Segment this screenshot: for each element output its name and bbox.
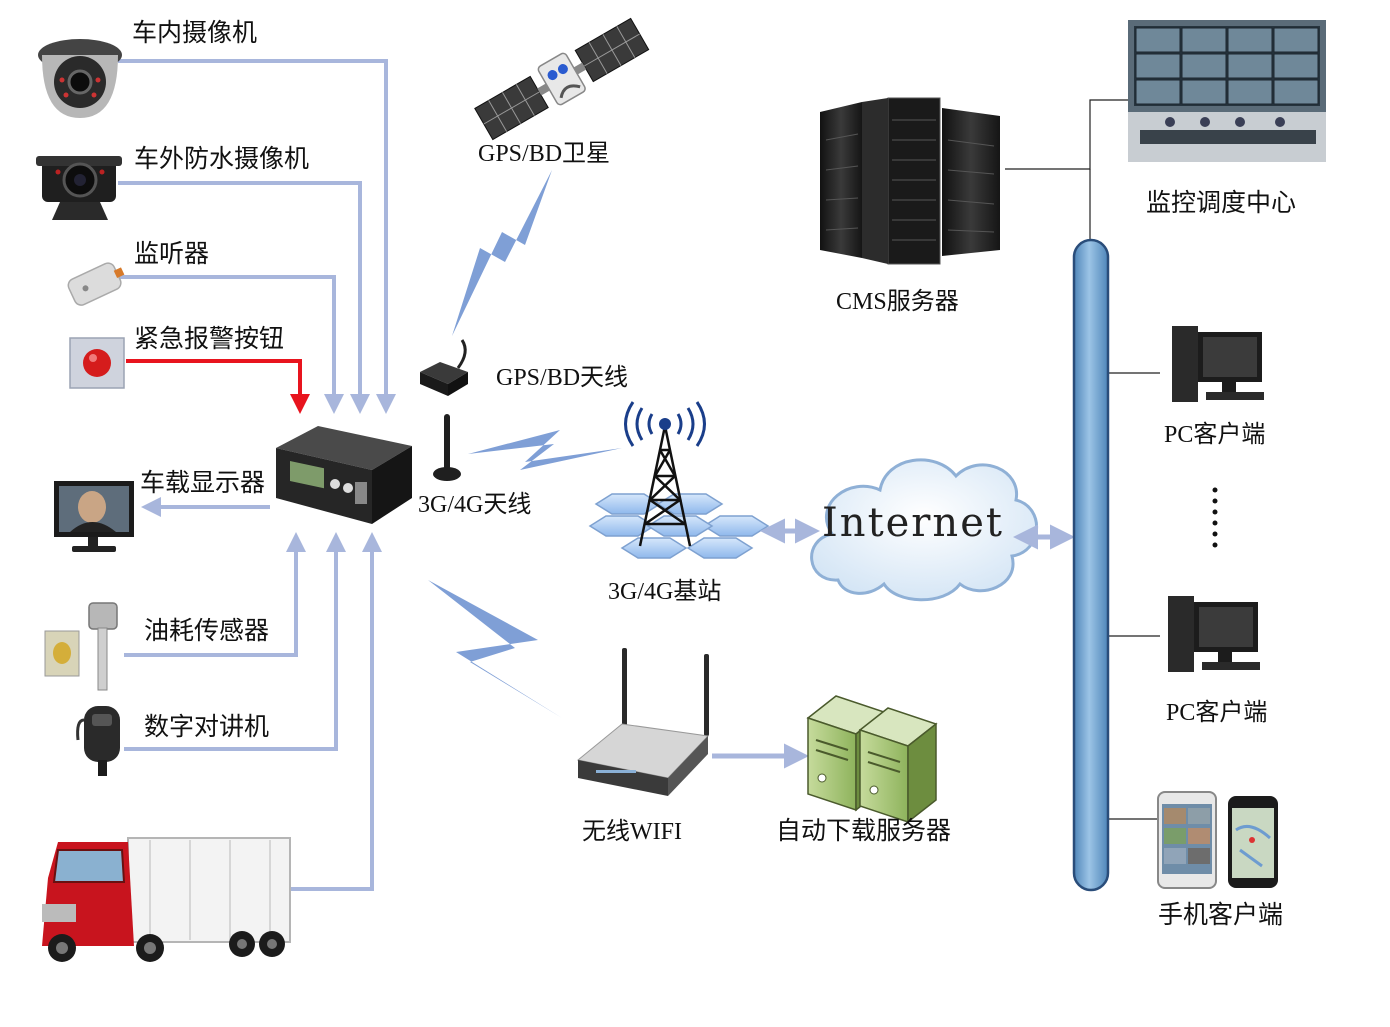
label-wifi: 无线WIFI	[582, 819, 682, 845]
label-base-station: 3G/4G基站	[608, 579, 722, 605]
control-room-icon	[1128, 20, 1326, 162]
label-download-server: 自动下载服务器	[776, 816, 952, 845]
connector-fuel-sensor	[124, 532, 306, 657]
network-backbone-bus	[1072, 238, 1110, 892]
label-pc-client-1: PC客户端	[1164, 422, 1266, 448]
cellular-antenna-icon	[433, 414, 461, 481]
sensor-connectors	[118, 59, 396, 891]
desktop-pc-icon	[1168, 596, 1260, 672]
wifi-signal-bolt	[428, 580, 562, 718]
cloud-icon	[810, 458, 1039, 602]
monitor-icon	[54, 481, 134, 552]
dome-camera-icon	[38, 39, 122, 118]
connector-digital-radio	[124, 532, 346, 751]
panic-button-icon	[69, 337, 125, 389]
label-gps-antenna: GPS/BD天线	[496, 365, 629, 391]
connector-alarm-button	[126, 359, 310, 414]
vertical-ellipsis-icon	[1212, 487, 1218, 548]
wifi-router-icon	[576, 648, 710, 796]
bus-lines	[1005, 99, 1160, 820]
label-outdoor-camera: 车外防水摄像机	[134, 144, 310, 173]
label-alarm-button: 紧急报警按钮	[134, 324, 285, 353]
fuel-sensor-icon	[44, 602, 118, 691]
label-digital-radio: 数字对讲机	[144, 712, 270, 741]
label-pc-client-2: PC客户端	[1166, 700, 1268, 726]
gps-antenna-icon	[420, 339, 468, 396]
mobile-dvr-icon	[276, 426, 412, 524]
label-cellular-antenna: 3G/4G天线	[418, 492, 532, 518]
label-cms-server: CMS服务器	[836, 289, 959, 315]
label-satellite: GPS/BD卫星	[478, 141, 611, 167]
satellite-signal-bolt	[452, 170, 552, 336]
cell-tower-icon	[588, 401, 770, 559]
label-fuel-sensor: 油耗传感器	[144, 616, 270, 645]
connector-outdoor-camera	[118, 181, 370, 414]
connector-in-car-camera	[118, 59, 396, 414]
label-listener: 监听器	[134, 239, 210, 268]
satellite-icon	[474, 17, 650, 141]
microphone-pickup-icon	[67, 262, 125, 306]
truck-icon	[42, 837, 291, 962]
label-in-car-camera: 车内摄像机	[132, 18, 258, 47]
desktop-pc-icon	[1172, 326, 1264, 402]
label-mobile-client: 手机客户端	[1158, 900, 1284, 929]
connector-truck	[290, 532, 382, 891]
smartphone-icon	[1157, 791, 1278, 889]
connector-listener	[118, 275, 344, 414]
handheld-mic-icon	[76, 706, 120, 776]
cellular-signal-bolt	[468, 430, 622, 470]
label-internet: Internet	[822, 500, 1004, 546]
server-rack-icon	[820, 97, 1000, 265]
bullet-camera-icon	[36, 156, 122, 220]
label-monitoring-center: 监控调度中心	[1146, 188, 1297, 217]
label-vehicle-display: 车载显示器	[140, 468, 266, 497]
server-icon	[806, 695, 938, 824]
